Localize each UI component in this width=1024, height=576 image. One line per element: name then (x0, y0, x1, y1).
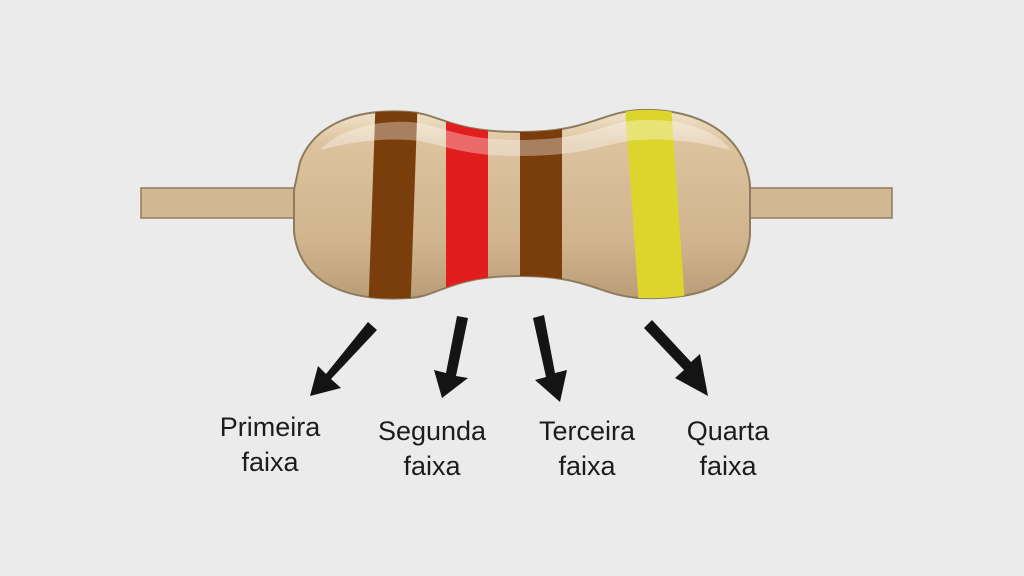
band-3-label-line2: faixa (558, 451, 616, 481)
body-highlight (320, 119, 730, 156)
arrow-3-icon (533, 315, 567, 402)
left-lead (140, 187, 302, 219)
band-1-label: Primeira faixa (190, 410, 350, 480)
band-4-label-line2: faixa (699, 451, 757, 481)
arrow-1-icon (310, 322, 377, 396)
band-3-label: Terceira faixa (507, 414, 667, 484)
band-2-label: Segunda faixa (352, 414, 512, 484)
band-1-label-line1: Primeira (219, 412, 321, 442)
band-3-stripe (520, 109, 562, 299)
band-4-label: Quarta faixa (648, 414, 808, 484)
band-3-label-line1: Terceira (538, 416, 636, 446)
band-1-label-line2: faixa (241, 447, 299, 477)
pointer-arrows (310, 315, 708, 402)
band-2-stripe (446, 109, 488, 299)
band-2-label-line1: Segunda (377, 416, 487, 446)
band-1-stripe (368, 109, 418, 299)
right-lead (741, 187, 893, 219)
arrow-2-icon (434, 316, 468, 398)
band-2-label-line2: faixa (403, 451, 461, 481)
band-4-stripe (624, 109, 686, 299)
band-4-label-line1: Quarta (686, 416, 770, 446)
arrow-4-icon (644, 320, 708, 396)
color-bands (368, 109, 686, 299)
